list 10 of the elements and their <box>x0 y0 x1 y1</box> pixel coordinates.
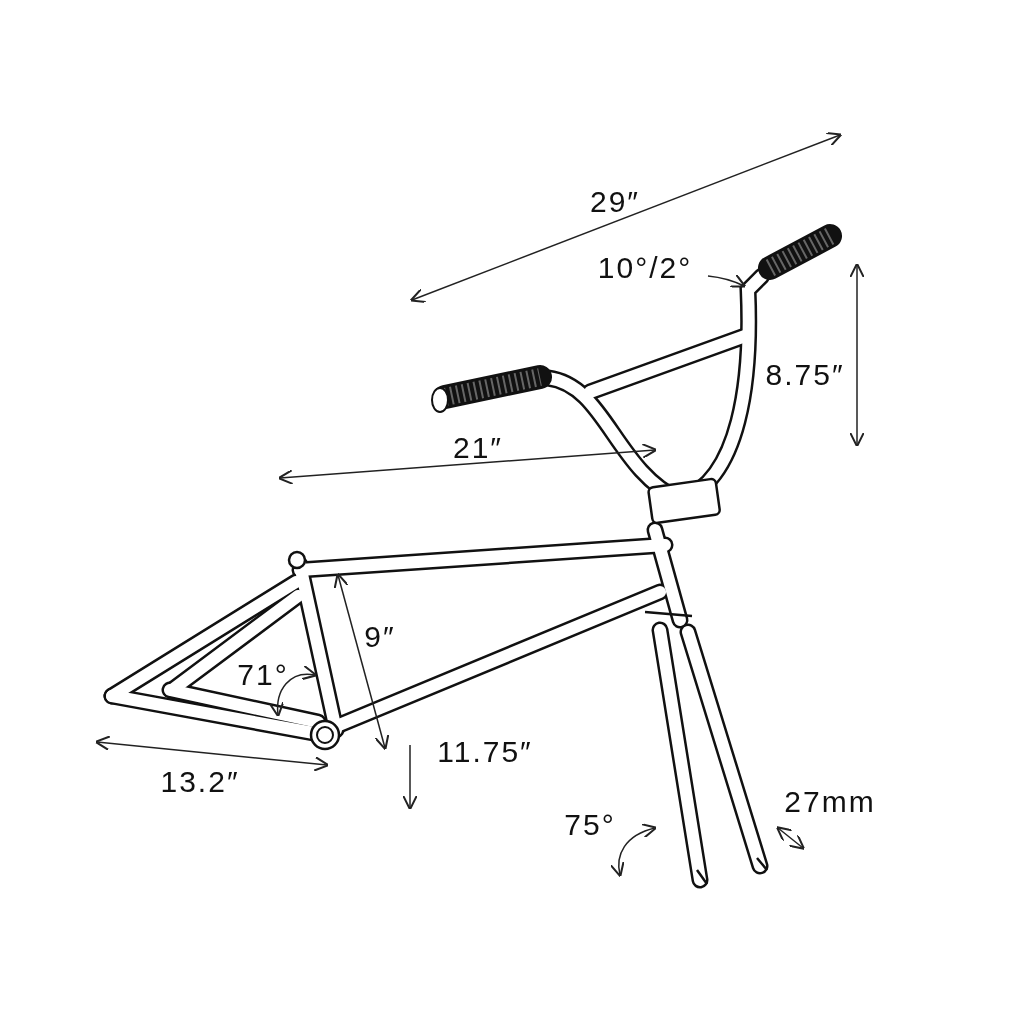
dimension-label: 27mm <box>784 785 876 819</box>
dimension-label: 13.2″ <box>160 765 240 799</box>
dimension-label: 75° <box>564 808 616 842</box>
dimension-label: 29″ <box>590 185 640 219</box>
dimension-label: 71° <box>237 658 289 692</box>
dimension-label: 21″ <box>453 431 503 465</box>
dimension-label: 11.75″ <box>437 735 533 769</box>
dimension-label: 8.75″ <box>765 358 845 392</box>
dimension-label: 9″ <box>364 620 396 654</box>
dimension-label: 10°/2° <box>597 251 693 285</box>
